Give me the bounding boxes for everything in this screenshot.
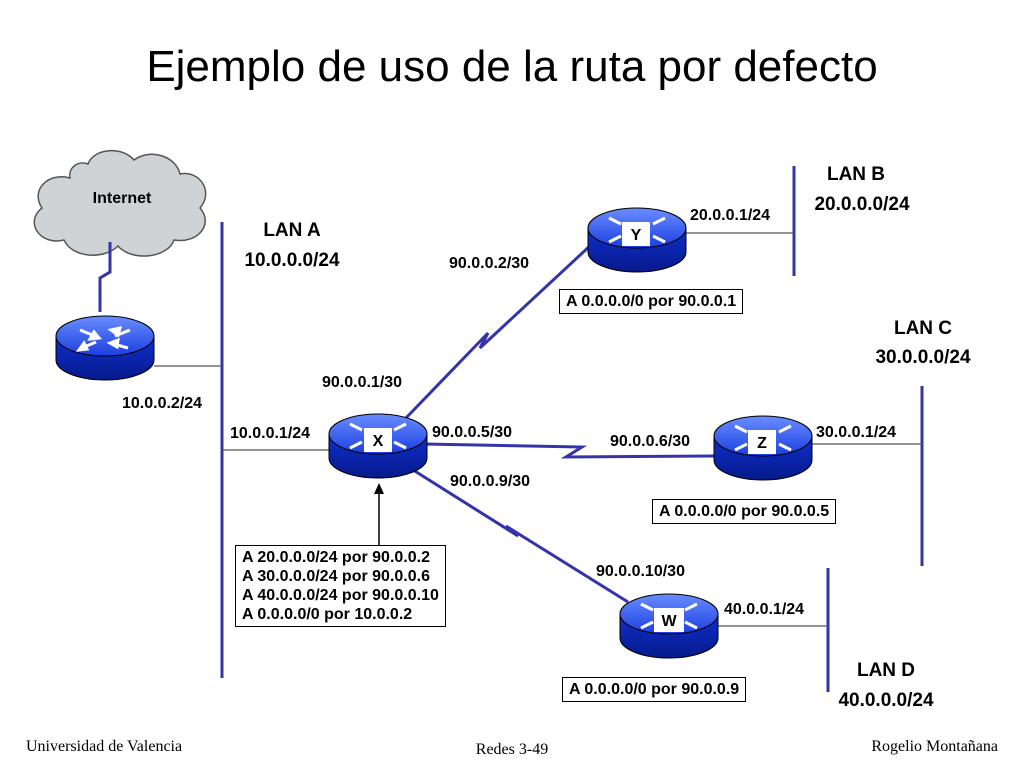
iface-x-lan: 10.0.0.1/24	[230, 425, 310, 442]
route-table-x: A 20.0.0.0/24 por 90.0.0.2 A 30.0.0.0/24…	[235, 545, 446, 627]
internet-cloud: Internet	[33, 150, 207, 257]
x-z-serial-link	[423, 442, 715, 459]
router-w: W	[619, 593, 719, 659]
route-entry: A 20.0.0.0/24 por 90.0.0.2	[242, 549, 430, 566]
footer-left: Universidad de Valencia	[26, 738, 183, 755]
route-entry: A 0.0.0.0/0 por 90.0.0.5	[659, 503, 830, 520]
iface-w-x: 90.0.0.10/30	[596, 563, 685, 580]
iface-x-z: 90.0.0.5/30	[432, 424, 512, 441]
internet-label: Internet	[93, 190, 152, 207]
x-w-serial-link	[409, 466, 629, 604]
router-x-label: X	[373, 433, 384, 450]
iface-x-y: 90.0.0.1/30	[322, 374, 402, 391]
router-arrows-icon	[640, 602, 698, 630]
route-entry: A 40.0.0.0/24 por 90.0.0.10	[242, 587, 439, 604]
lan-d-net: 40.0.0.0/24	[838, 690, 934, 711]
router-z-label: Z	[757, 435, 767, 452]
route-entry: A 30.0.0.0/24 por 90.0.0.6	[242, 568, 430, 585]
lan-d-name: LAN D	[857, 660, 915, 681]
router-y: Y	[587, 207, 687, 273]
iface-y-lan: 20.0.0.1/24	[690, 207, 770, 224]
lan-c-name: LAN C	[894, 318, 952, 339]
router-arrows-icon	[734, 424, 792, 452]
route-table-z: A 0.0.0.0/0 por 90.0.0.5	[652, 499, 837, 524]
router-z: Z	[713, 415, 813, 481]
iface-z-x: 90.0.0.6/30	[610, 433, 690, 450]
footer-center: Redes 3-49	[475, 741, 549, 758]
iface-x-w: 90.0.0.9/30	[450, 473, 530, 490]
route-entry: A 0.0.0.0/0 por 90.0.0.9	[569, 681, 740, 698]
lan-a-name: LAN A	[263, 220, 321, 241]
router-arrows-icon	[608, 216, 666, 244]
iface-border-lan: 10.0.0.2/24	[122, 395, 202, 412]
router-arrows-icon	[349, 422, 407, 450]
slide-title: Ejemplo de uso de la ruta por defecto	[146, 42, 878, 91]
route-entry: A 0.0.0.0/0 por 90.0.0.1	[566, 293, 737, 310]
route-table-y: A 0.0.0.0/0 por 90.0.0.1	[559, 289, 744, 314]
footer-right: Rogelio Montañana	[871, 738, 998, 755]
router-y-label: Y	[631, 227, 642, 244]
router-w-label: W	[661, 613, 677, 630]
lan-b-net: 20.0.0.0/24	[814, 194, 910, 215]
router-x: X	[328, 413, 428, 479]
lan-a-net: 10.0.0.0/24	[244, 250, 340, 271]
iface-y-x: 90.0.0.2/30	[449, 255, 529, 272]
router-border	[55, 315, 155, 381]
x-y-serial-link	[402, 242, 594, 422]
route-table-w: A 0.0.0.0/0 por 90.0.0.9	[562, 677, 747, 702]
iface-z-lan: 30.0.0.1/24	[816, 424, 896, 441]
internet-uplink	[98, 242, 112, 312]
route-table-arrow	[374, 483, 384, 545]
route-entry: A 0.0.0.0/0 por 10.0.0.2	[242, 606, 413, 623]
lan-c-net: 30.0.0.0/24	[875, 347, 971, 368]
lan-b-name: LAN B	[827, 164, 885, 185]
iface-w-lan: 40.0.0.1/24	[724, 601, 804, 618]
router-arrows-icon	[75, 325, 131, 352]
